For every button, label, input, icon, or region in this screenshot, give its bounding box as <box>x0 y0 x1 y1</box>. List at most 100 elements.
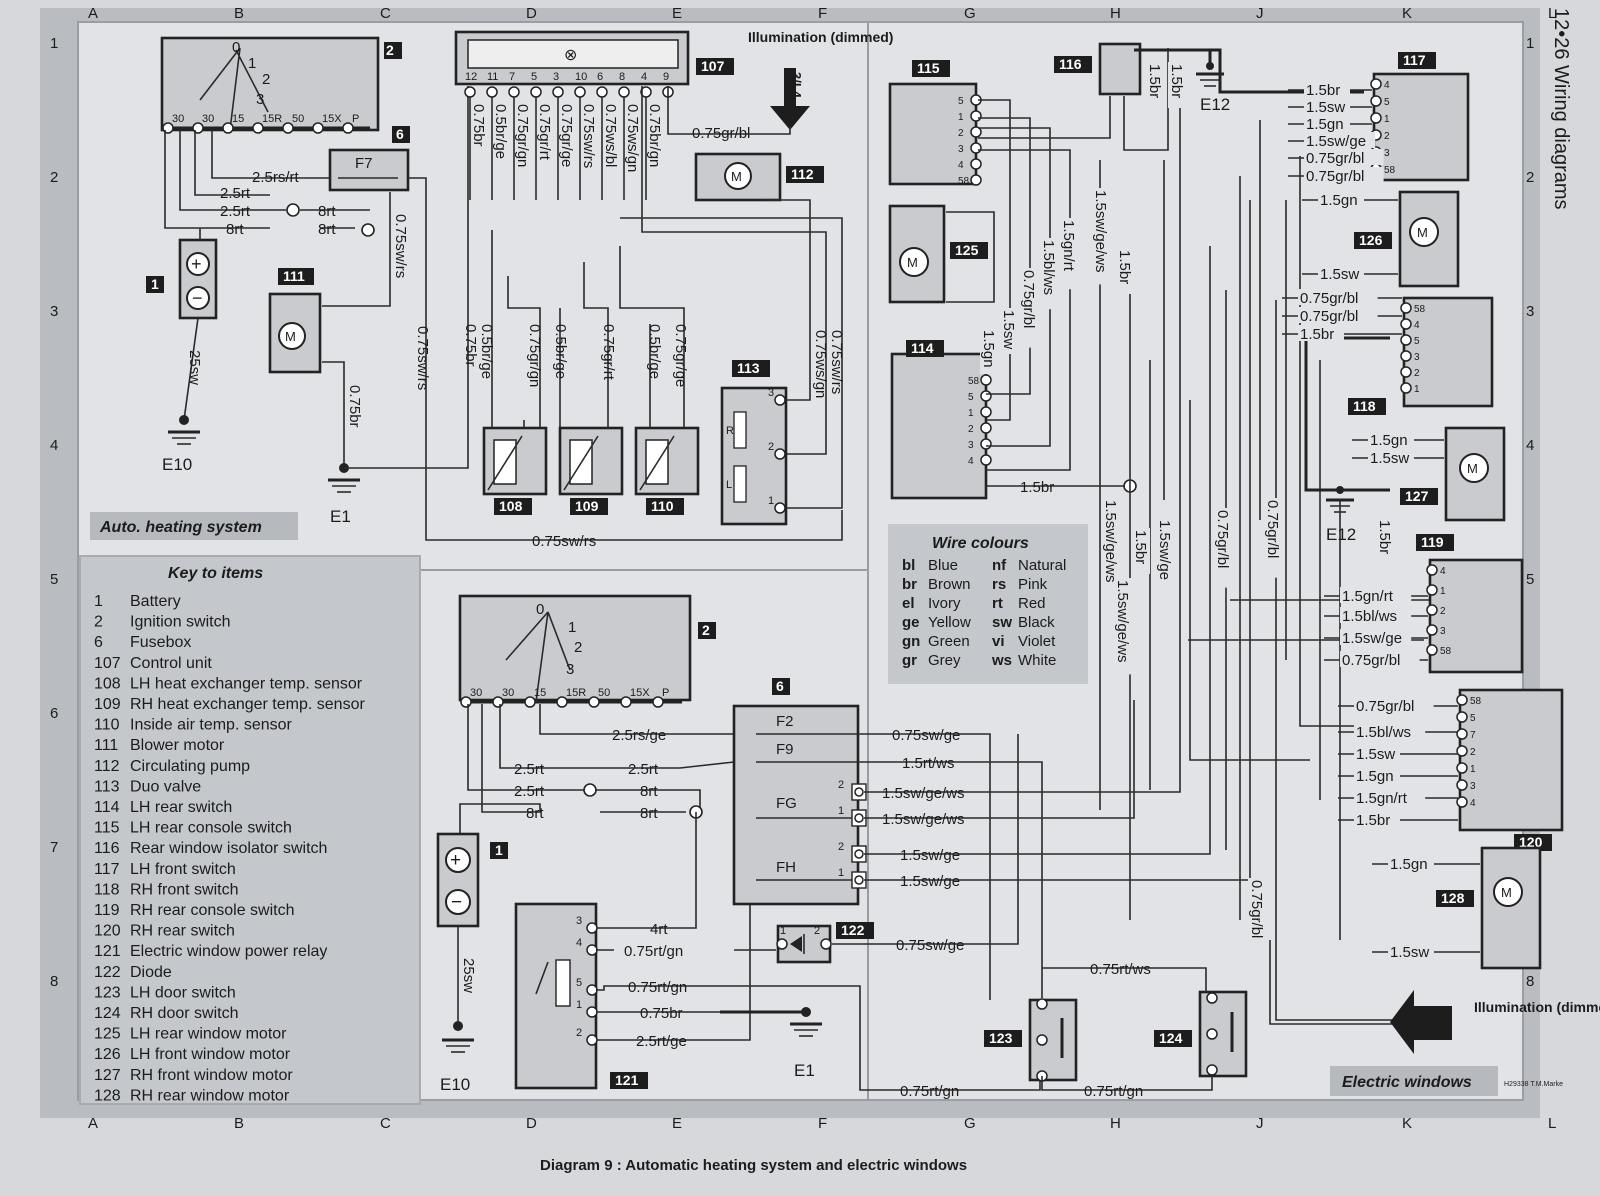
vlabel-bg <box>1116 248 1134 294</box>
relay-pin <box>586 922 598 934</box>
ign-term <box>556 696 568 708</box>
illum-wire-top <box>667 86 791 135</box>
motor-symbol-128: M <box>1501 885 1512 900</box>
w25sw-bottom: 25sw <box>460 958 477 993</box>
switch-pin <box>980 390 992 402</box>
tag-125 <box>950 242 988 259</box>
ign-term-label: P <box>662 687 669 699</box>
key-item-text: RH heat exchanger temp. sensor <box>130 696 365 713</box>
switch-pin-num: 4 <box>958 160 964 171</box>
switch-pin <box>980 374 992 386</box>
switch-pin-num: 5 <box>958 96 964 107</box>
label-bg <box>1318 191 1364 207</box>
key-item-text: LH heat exchanger temp. sensor <box>130 675 363 692</box>
ign-term-label: 15 <box>534 687 546 699</box>
earth-e12-top-symbol <box>1196 62 1224 87</box>
fb-term-num: 2 <box>838 841 844 853</box>
wc-code: rt <box>992 595 1003 612</box>
earth-e10-top-wire <box>183 317 199 421</box>
ign-term <box>620 696 632 708</box>
harness-wire-label: 1.5bl/ws <box>1356 724 1411 741</box>
w15swgews1: 1.5sw/ge/ws <box>882 785 965 802</box>
key-item-num: 1 <box>94 593 103 610</box>
ignition-contacts-bottom <box>505 611 571 703</box>
illumination-arrow-top <box>770 68 810 130</box>
grid-col-bottom-A: A <box>88 1115 98 1132</box>
cu-pin-num: 3 <box>553 71 559 83</box>
wc-code: ws <box>991 652 1012 669</box>
wc-name: Ivory <box>928 595 961 612</box>
cu-pin <box>530 86 542 98</box>
key-item-text: RH rear switch <box>130 923 235 940</box>
s108-a: 0.75br <box>462 324 479 367</box>
key-item-num: 118 <box>94 881 120 898</box>
key-item-num: 117 <box>94 861 120 878</box>
switch-pin <box>1400 366 1412 378</box>
tag-128-text: 128 <box>1441 890 1465 906</box>
ign-term <box>282 122 294 134</box>
grid-row-left-5: 5 <box>50 571 58 588</box>
label-bg <box>1304 115 1350 131</box>
vlabel-bg <box>1168 62 1186 108</box>
label-bg <box>1354 745 1400 761</box>
battery-minus-bottom: − <box>451 892 462 913</box>
key-item-text: RH rear console switch <box>130 902 295 919</box>
switch-pin-num: 2 <box>958 128 964 139</box>
fb-term-num: 2 <box>838 779 844 791</box>
vlabel-bg <box>1132 528 1150 574</box>
harness-vertical-label: 1.5sw/ge/ws <box>1092 190 1109 273</box>
tag-107-text: 107 <box>701 58 725 74</box>
harness-wire-label: 1.5sw <box>1306 99 1345 116</box>
grid-col-top-J: J <box>1256 5 1264 22</box>
motor-symbol-127: M <box>1467 461 1478 476</box>
cu-wire-label: 0.75sw/rs <box>580 104 597 168</box>
pos-0-bottom: 0 <box>536 601 544 618</box>
grid-col-top-K: K <box>1402 5 1412 22</box>
harness-vertical-label: 0.75gr/bl <box>1248 880 1265 938</box>
tag-122 <box>836 922 874 939</box>
vlabel-bg <box>1102 498 1120 595</box>
grid-col-bottom-L: L <box>1548 1115 1556 1132</box>
grid-col-top-A: A <box>88 5 98 22</box>
tag-111 <box>278 268 314 285</box>
harness-wire-label: 1.5gn <box>1370 432 1408 449</box>
w075rtgn1: 0.75rt/gn <box>624 943 683 960</box>
switch-pin <box>1456 728 1468 740</box>
ign-term-label: 15R <box>262 113 282 125</box>
fb-term-num: 1 <box>838 805 844 817</box>
switch-pin <box>1456 796 1468 808</box>
switch-pin <box>1400 334 1412 346</box>
p113-3: 3 <box>768 387 774 399</box>
sensor-108 <box>482 426 548 496</box>
fb-term-dot <box>854 849 864 859</box>
tag-121-text: 121 <box>615 1072 639 1088</box>
cu-pin-num: 9 <box>663 71 669 83</box>
label-bg <box>1340 651 1420 667</box>
w25rt1: 2.5rt <box>514 761 545 778</box>
s110-a: 0.75gr/rt <box>600 324 617 381</box>
switch-pin <box>970 174 982 186</box>
ign-term-label: 15R <box>566 687 586 699</box>
cu-wire-label: 0.75gr/ge <box>558 104 575 167</box>
label-bg <box>1298 325 1344 341</box>
tag-126 <box>1354 232 1392 249</box>
label-bg <box>1354 789 1426 805</box>
label-bg <box>1304 98 1350 114</box>
switch-pin <box>970 158 982 170</box>
switch-pin <box>970 142 982 154</box>
sensor-109 <box>558 426 624 496</box>
tag-6-top-text: 6 <box>396 126 404 142</box>
valve-r: R <box>726 425 734 437</box>
label-bg <box>1298 289 1378 305</box>
cu-pin-num: 12 <box>465 71 477 83</box>
harness-wire-label: 1.5br <box>1306 82 1340 99</box>
wc-name: Black <box>1018 614 1055 631</box>
switch-pin <box>1426 644 1438 656</box>
tag-125-text: 125 <box>955 242 979 258</box>
switch-pin-num: 2 <box>1414 368 1420 379</box>
tag-2-top <box>384 42 402 59</box>
grid-row-left-2: 2 <box>50 169 58 186</box>
key-item-num: 127 <box>94 1067 121 1084</box>
fusebox-outputs <box>810 66 1251 1000</box>
switch-pin <box>970 110 982 122</box>
